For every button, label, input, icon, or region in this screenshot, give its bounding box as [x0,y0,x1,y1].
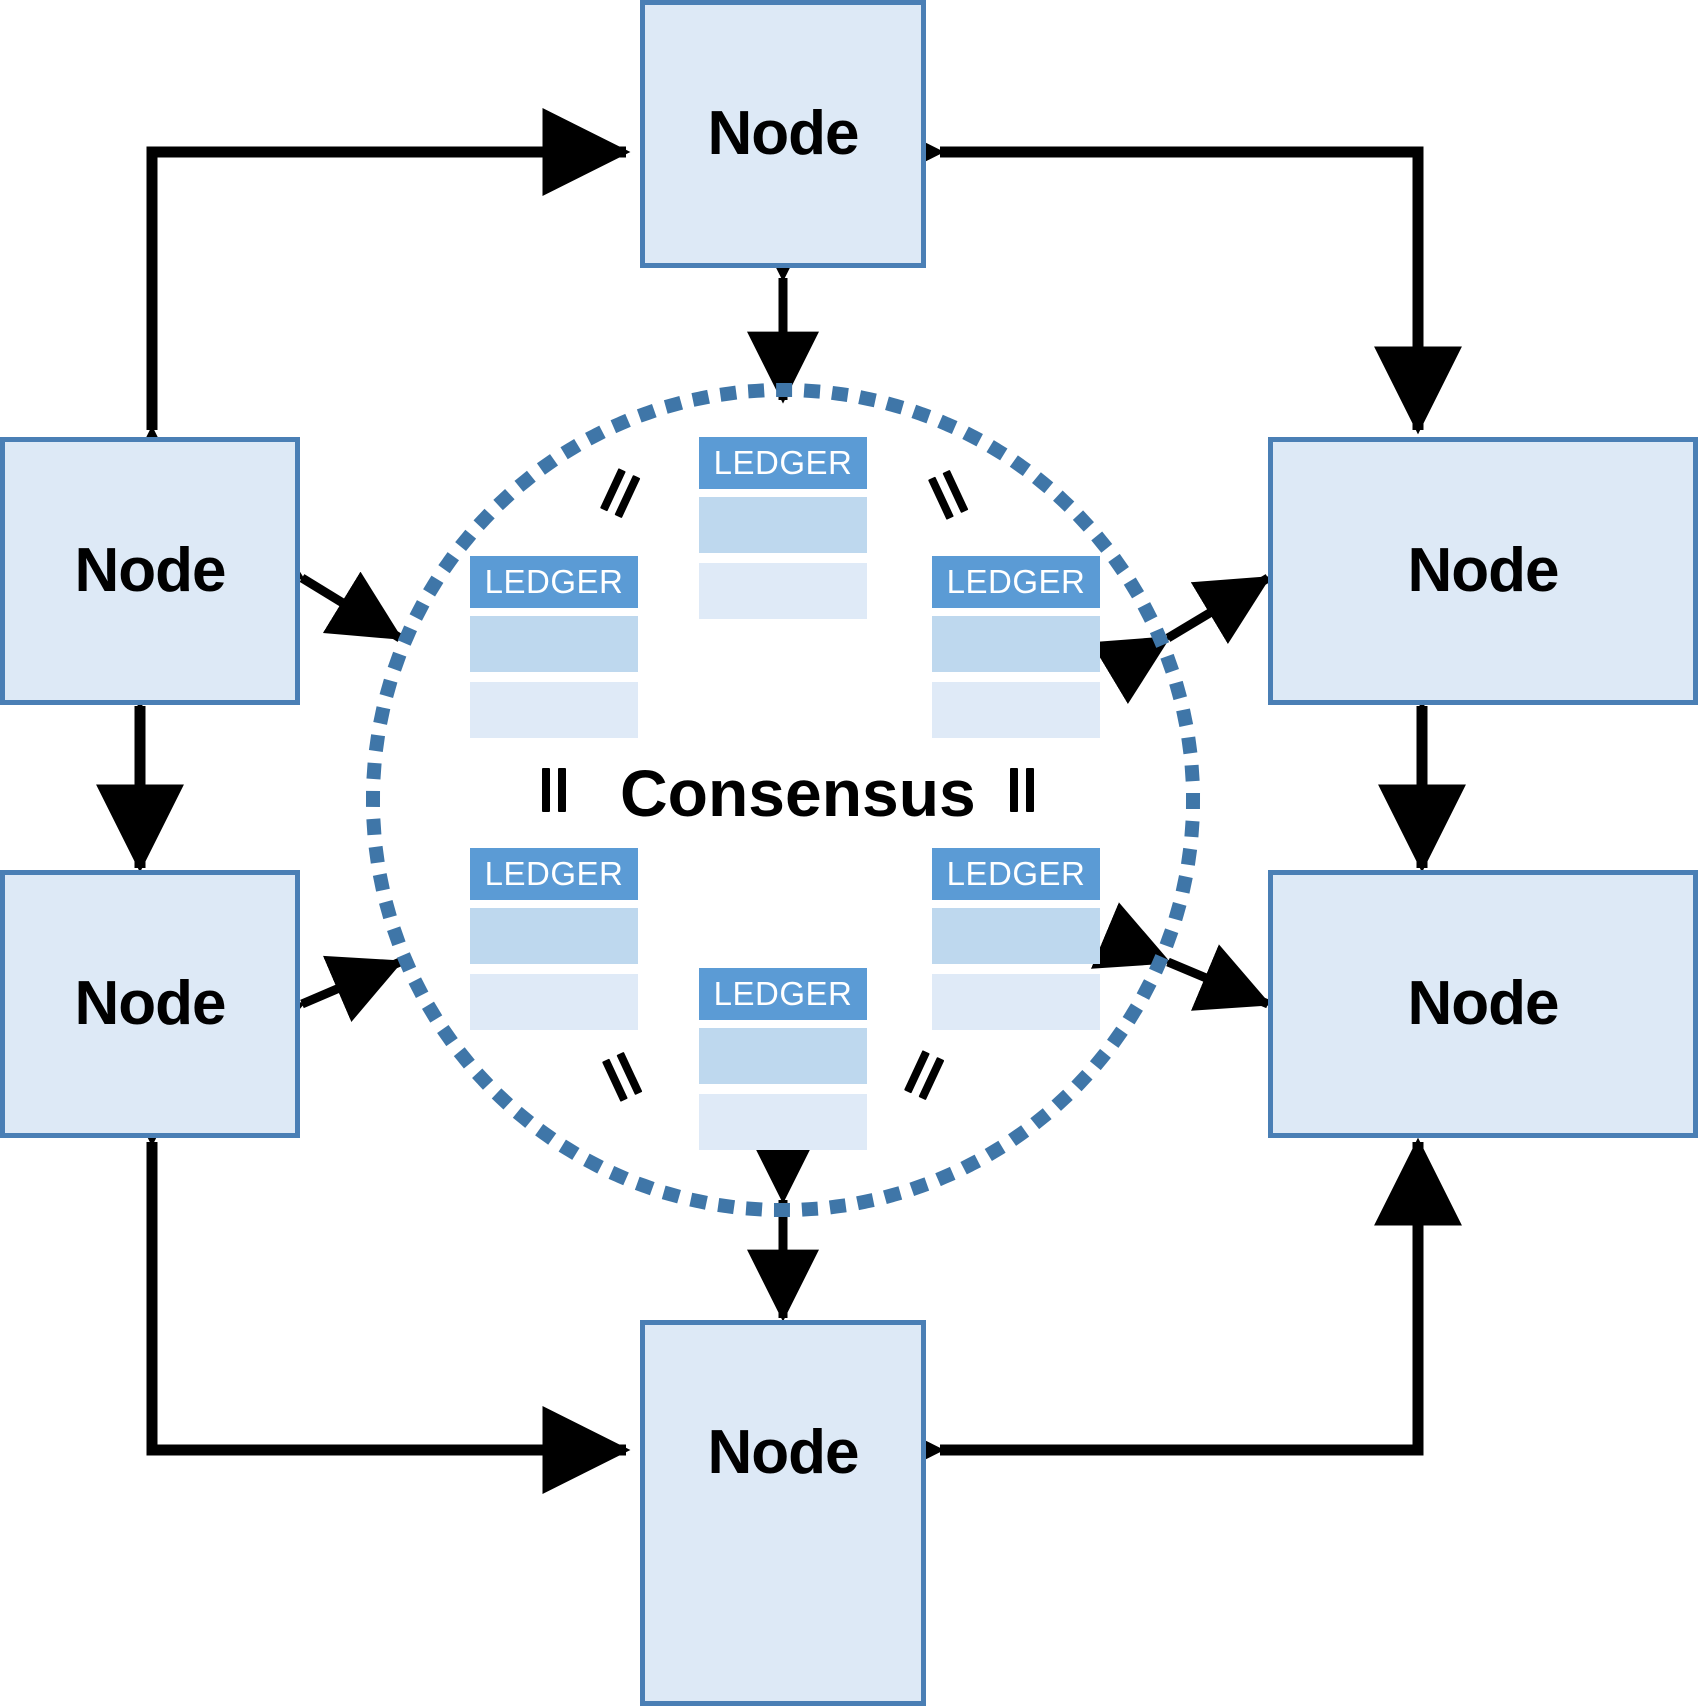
ledger-lower-left-row-1 [470,908,638,964]
ledger-lower-left[interactable]: LEDGER [470,848,638,1030]
ledger-upper-right-header: LEDGER [932,556,1100,608]
node-left-upper-label: Node [74,536,227,605]
consensus-label: Consensus [620,756,976,830]
ledger-upper-right-row-1 [932,616,1100,672]
ledger-top-row-2 [699,563,867,619]
connector-topright-elbow [856,108,1462,435]
ledger-bottom[interactable]: LEDGER [699,968,867,1150]
ledger-bottom-header: LEDGER [699,968,867,1020]
connector-bottomright-elbow [856,1137,1462,1494]
ledger-lower-right-header: LEDGER [932,848,1100,900]
connector-circle-rightupper [1090,574,1272,705]
equals-bottom-left [597,1048,652,1105]
ledger-upper-right[interactable]: LEDGER [932,556,1100,738]
ledger-lower-right-row-2 [932,974,1100,1030]
node-right-upper-label: Node [1407,536,1560,605]
connector-circle-leftupper [224,511,404,642]
connector-topleft-elbow [108,108,631,514]
connector-circle-leftlower [224,955,404,1065]
ledger-bottom-row-1 [699,1028,867,1084]
ledger-upper-left-row-2 [470,682,638,738]
equals-top-left [595,466,650,523]
node-bottom[interactable]: Node [640,1320,926,1706]
ledger-top-row-1 [699,497,867,553]
node-top-label: Node [707,99,860,168]
node-right-lower[interactable]: Node [1268,870,1698,1138]
ledger-upper-left-row-1 [470,616,638,672]
ledger-top[interactable]: LEDGER [699,437,867,619]
ledger-lower-right[interactable]: LEDGER [932,848,1100,1030]
ledger-lower-right-row-1 [932,908,1100,964]
equals-top-right [923,466,978,523]
ledger-lower-left-row-2 [470,974,638,1030]
node-left-upper[interactable]: Node [0,437,300,705]
node-bottom-label: Node [707,1418,860,1487]
ledger-top-header: LEDGER [699,437,867,489]
ledger-bottom-row-2 [699,1094,867,1150]
ledger-upper-left[interactable]: LEDGER [470,556,638,738]
ledger-upper-right-row-2 [932,682,1100,738]
connector-circle-rightlower [1090,902,1272,1011]
equals-mid-left [536,768,576,812]
node-right-lower-label: Node [1407,969,1560,1038]
ledger-upper-left-header: LEDGER [470,556,638,608]
node-right-upper[interactable]: Node [1268,437,1698,705]
node-left-lower-label: Node [74,969,227,1038]
node-left-lower[interactable]: Node [0,870,300,1138]
ledger-lower-left-header: LEDGER [470,848,638,900]
node-top[interactable]: Node [640,0,926,268]
connector-bottomleft-elbow [108,1058,631,1494]
equals-mid-right [1004,768,1044,812]
equals-bottom-right [899,1048,954,1105]
